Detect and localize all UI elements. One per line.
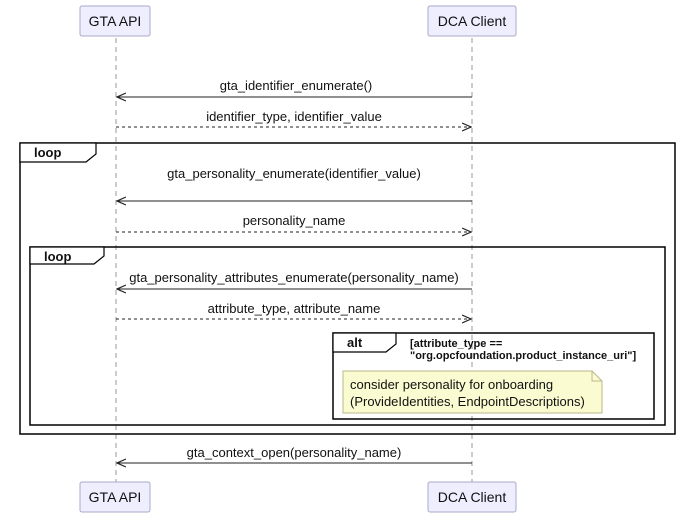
note-text: (ProvideIdentities, EndpointDescriptions… [350,394,585,409]
note: consider personality for onboarding (Pro… [342,370,603,414]
alt-condition: [attribute_type == [410,338,502,350]
inner-loop-frame: loop [29,246,666,426]
message-label: gta_identifier_enumerate() [220,78,372,93]
outer-loop-frame: loop [19,142,676,435]
message-label: attribute_type, attribute_name [208,301,381,316]
alt-frame: alt [attribute_type == "org.opcfoundatio… [332,332,655,420]
message-label: gta_context_open(personality_name) [187,445,402,460]
frame-label: loop [34,145,61,160]
note-text: consider personality for onboarding [350,377,553,392]
alt-condition: "org.opcfoundation.product_instance_uri"… [410,350,636,362]
participant-gta-api-bottom: GTA API [79,481,151,513]
participant-label: DCA Client [438,489,507,505]
message-label: personality_name [243,213,346,228]
participant-label: DCA Client [438,13,507,29]
participant-gta-api-top: GTA API [79,5,151,37]
participant-label: GTA API [89,489,142,505]
message-label: identifier_type, identifier_value [206,109,382,124]
frame-label: alt [347,335,363,350]
message-label: gta_personality_attributes_enumerate(per… [129,270,459,285]
participant-dca-client-bottom: DCA Client [427,481,517,513]
frame-label: loop [44,249,71,264]
participant-dca-client-top: DCA Client [427,5,517,37]
message-label: gta_personality_enumerate(identifier_val… [167,166,421,181]
participant-label: GTA API [89,13,142,29]
